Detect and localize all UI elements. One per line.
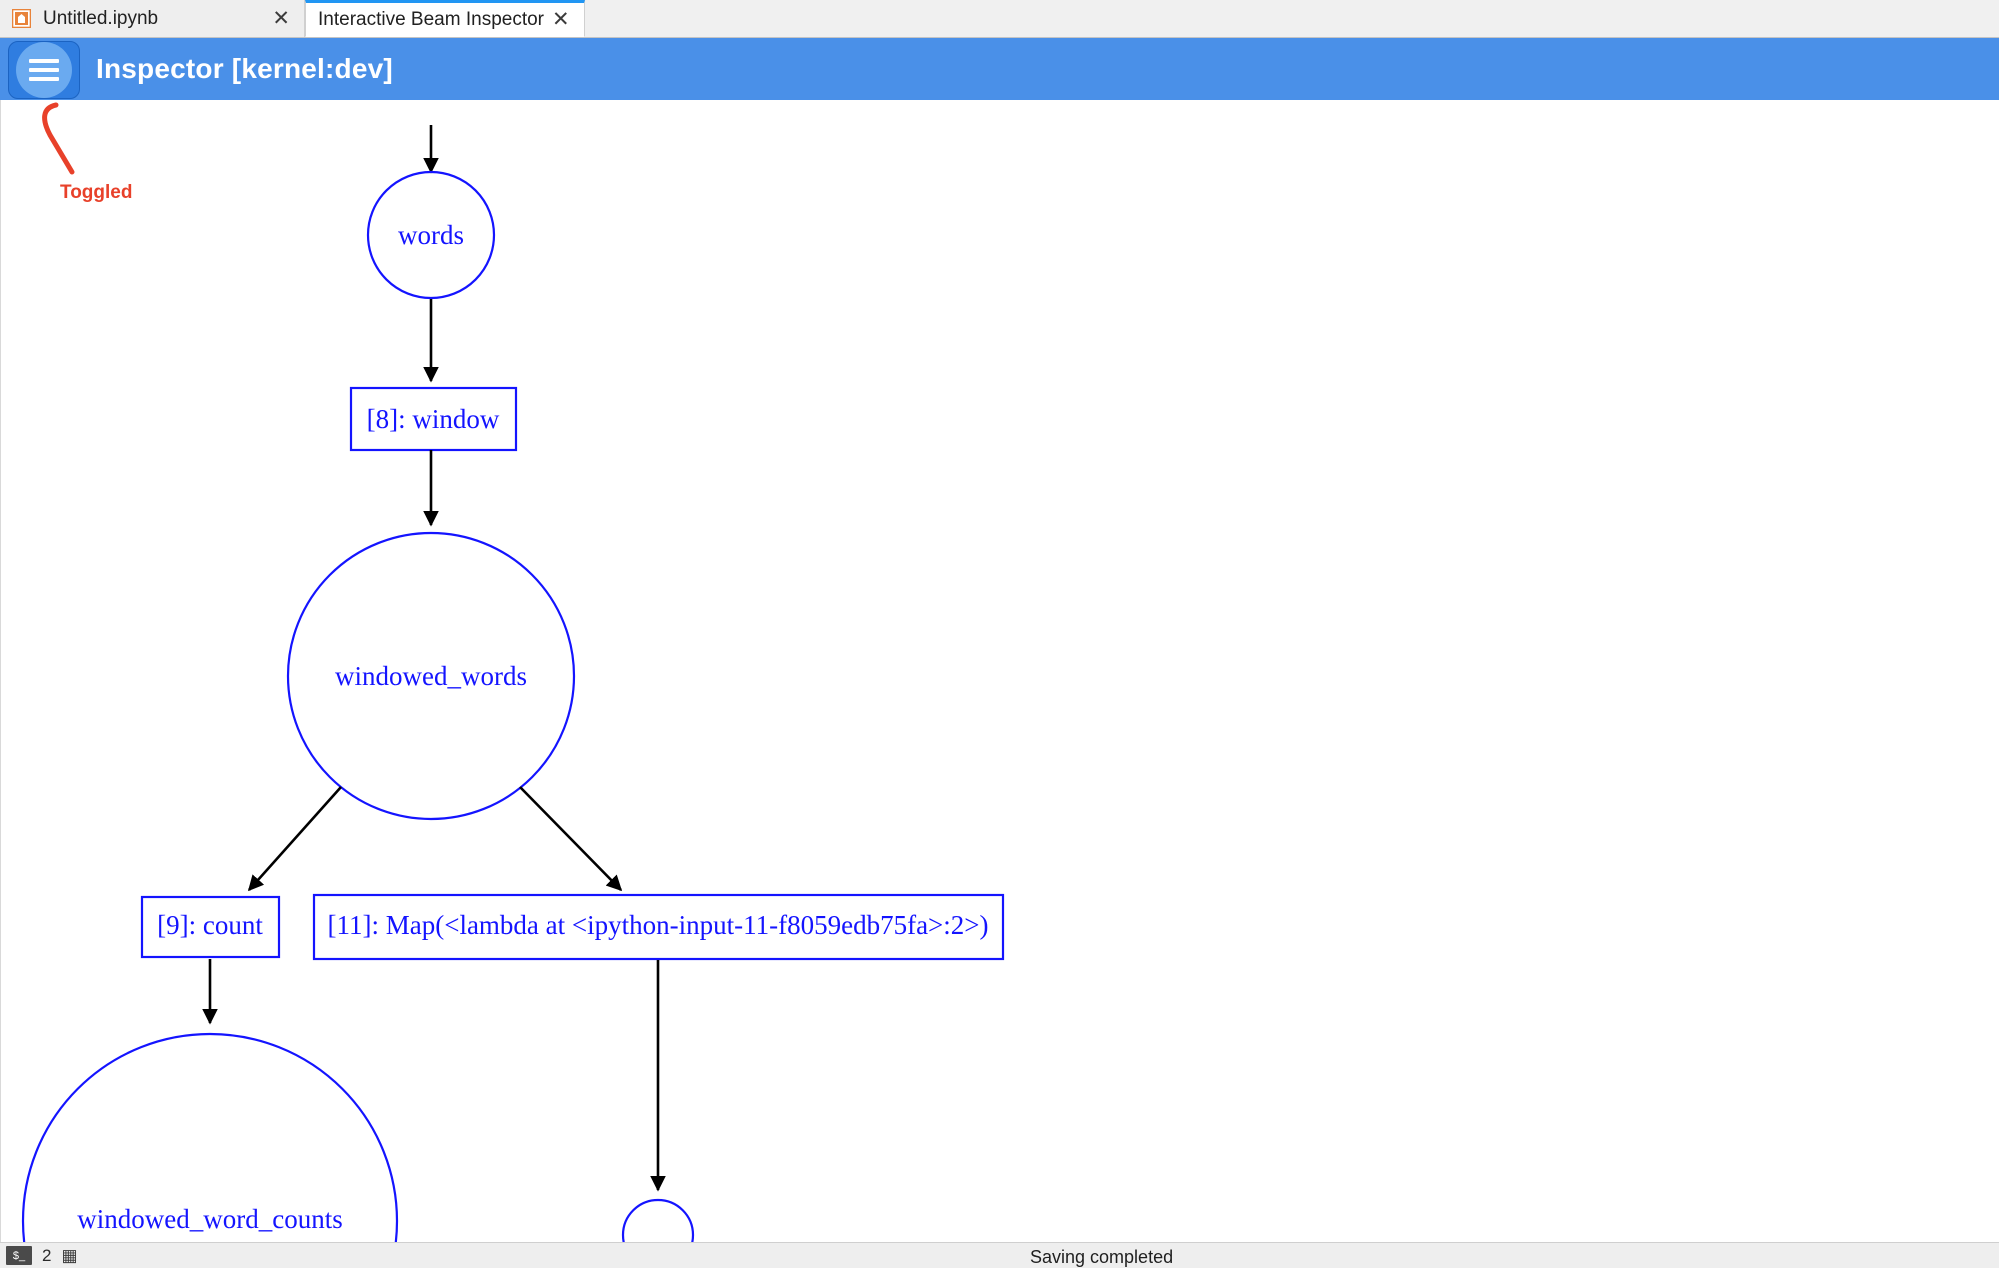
close-icon[interactable]: ✕ [552,8,570,31]
pipeline-graph: words [8]: window windowed_words [9]: co… [21,125,1005,1242]
node-shape-circle [21,1032,399,1242]
node-windowed-words[interactable]: windowed_words [286,531,576,821]
node-window[interactable]: [8]: window [349,386,518,452]
node-shape-box [312,893,1005,961]
node-unnamed[interactable] [621,1198,695,1242]
graph-canvas[interactable]: words [8]: window windowed_words [9]: co… [0,100,1999,1242]
terminal-count: 2 [42,1245,52,1265]
notebook-icon [11,8,32,29]
node-shape-box [140,895,281,959]
node-shape-circle [621,1198,695,1242]
status-left-group: $_ 2 ▦ [0,1246,78,1266]
tab-interactive-beam-inspector[interactable]: Interactive Beam Inspector ✕ [305,0,585,37]
node-label: [11]: Map(<lambda at <ipython-input-11-f… [328,910,989,940]
inspector-header: Inspector [kernel:dev] [0,38,1999,100]
status-message: Saving completed [1030,1247,1174,1267]
status-bar: $_ 2 ▦ Saving completed [0,1242,1999,1268]
node-words[interactable]: words [366,170,496,300]
edge-windowed-words-to-map [519,786,623,892]
node-shape-circle [366,170,496,300]
node-label: words [398,220,464,250]
node-label: windowed_words [335,661,527,691]
page-title: Inspector [kernel:dev] [96,53,393,84]
node-map[interactable]: [11]: Map(<lambda at <ipython-input-11-f… [312,893,1005,961]
node-shape-box [349,386,518,452]
annotation-label: Toggled [60,182,133,203]
tab-untitled-ipynb[interactable]: Untitled.ipynb ✕ [0,0,305,37]
kernel-chip-icon[interactable]: ▦ [61,1245,78,1265]
edge-windowed-words-to-count [247,786,342,892]
terminal-icon[interactable]: $_ [6,1246,32,1265]
tab-label: Untitled.ipynb [43,7,159,29]
tab-bar: Untitled.ipynb ✕ Interactive Beam Inspec… [0,0,1999,38]
hamburger-menu-button[interactable] [8,41,80,99]
node-count[interactable]: [9]: count [140,895,281,959]
hamburger-menu-icon [29,54,59,86]
node-windowed-word-counts[interactable]: windowed_word_counts [21,1032,399,1242]
node-label: [8]: window [367,404,500,434]
node-label: [9]: count [157,910,263,940]
tab-label: Interactive Beam Inspector [318,8,544,30]
node-label: windowed_word_counts [77,1204,342,1234]
node-shape-circle [286,531,576,821]
close-icon[interactable]: ✕ [272,7,290,30]
